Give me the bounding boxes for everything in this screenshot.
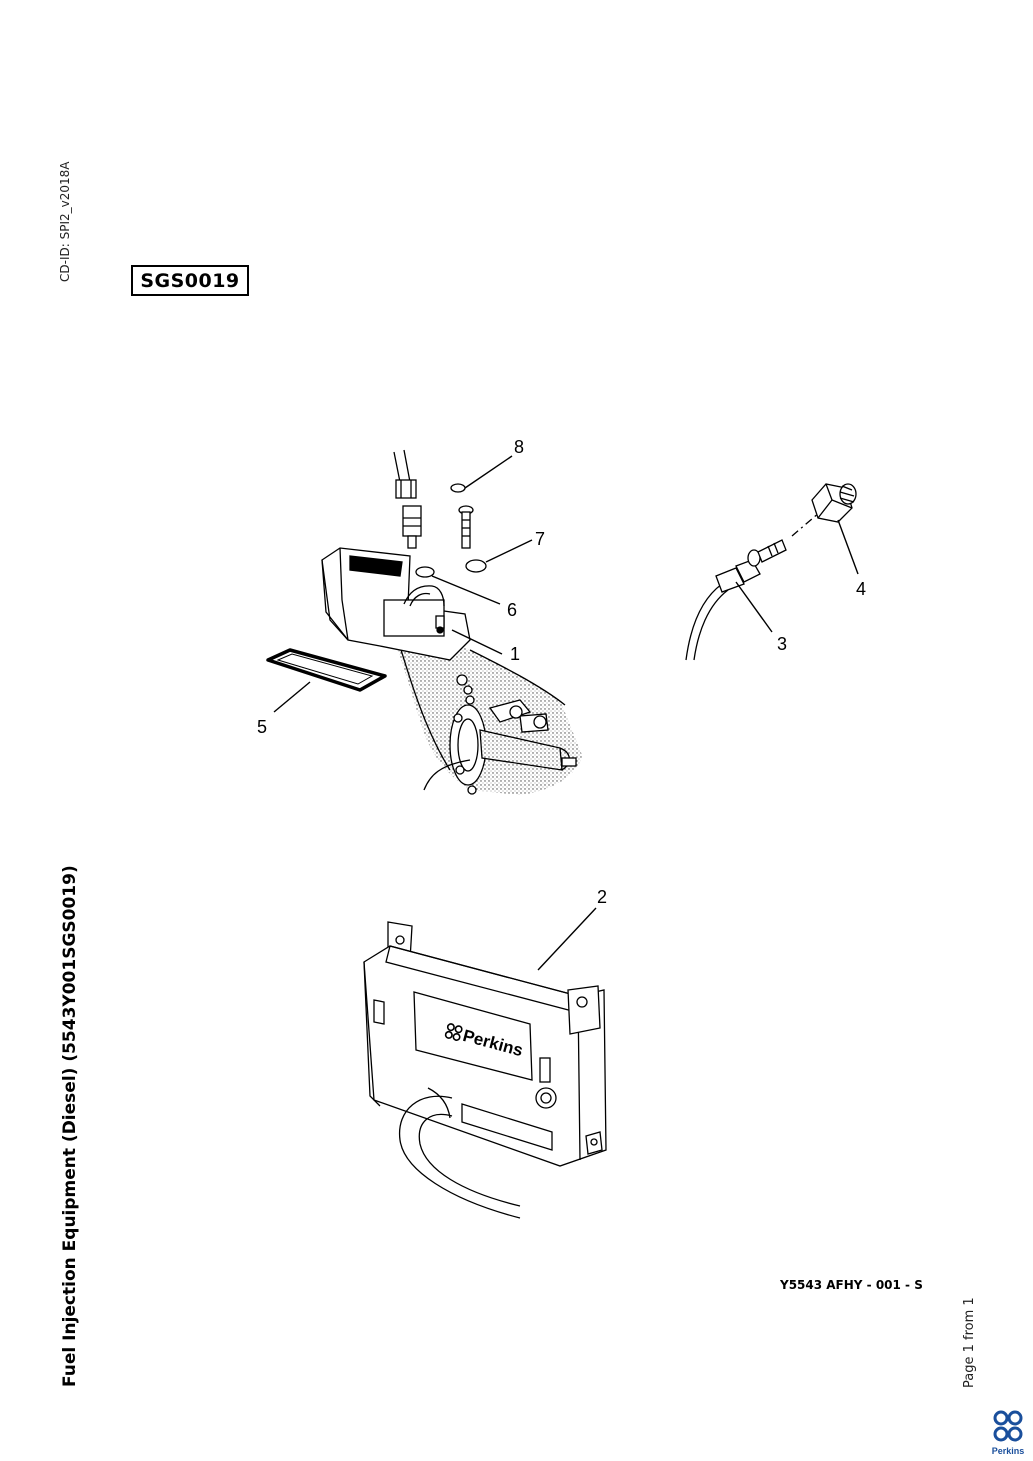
callout-numbers: 1 2 3 4 5 6 7 8 <box>257 437 866 907</box>
brand-name: Perkins <box>991 1446 1025 1456</box>
reference-box: SGS0019 <box>131 265 249 296</box>
gasket-item-5 <box>266 648 387 692</box>
sensor-assembly <box>685 483 857 661</box>
injection-pump-assembly <box>321 449 582 795</box>
callout-5: 5 <box>257 717 267 737</box>
callout-7: 7 <box>535 529 545 549</box>
callout-1: 1 <box>510 644 520 664</box>
callout-3: 3 <box>777 634 787 654</box>
callout-4: 4 <box>856 579 866 599</box>
leader-lines <box>273 455 859 971</box>
callout-2: 2 <box>597 887 607 907</box>
ecu-module-item-2 <box>363 921 607 1219</box>
callout-6: 6 <box>507 600 517 620</box>
callout-8: 8 <box>514 437 524 457</box>
perkins-logo-icon <box>993 1410 1023 1442</box>
drawing-number: Y5543 AFHY - 001 - S <box>780 1278 923 1292</box>
perkins-logo: Perkins <box>986 1408 1030 1460</box>
